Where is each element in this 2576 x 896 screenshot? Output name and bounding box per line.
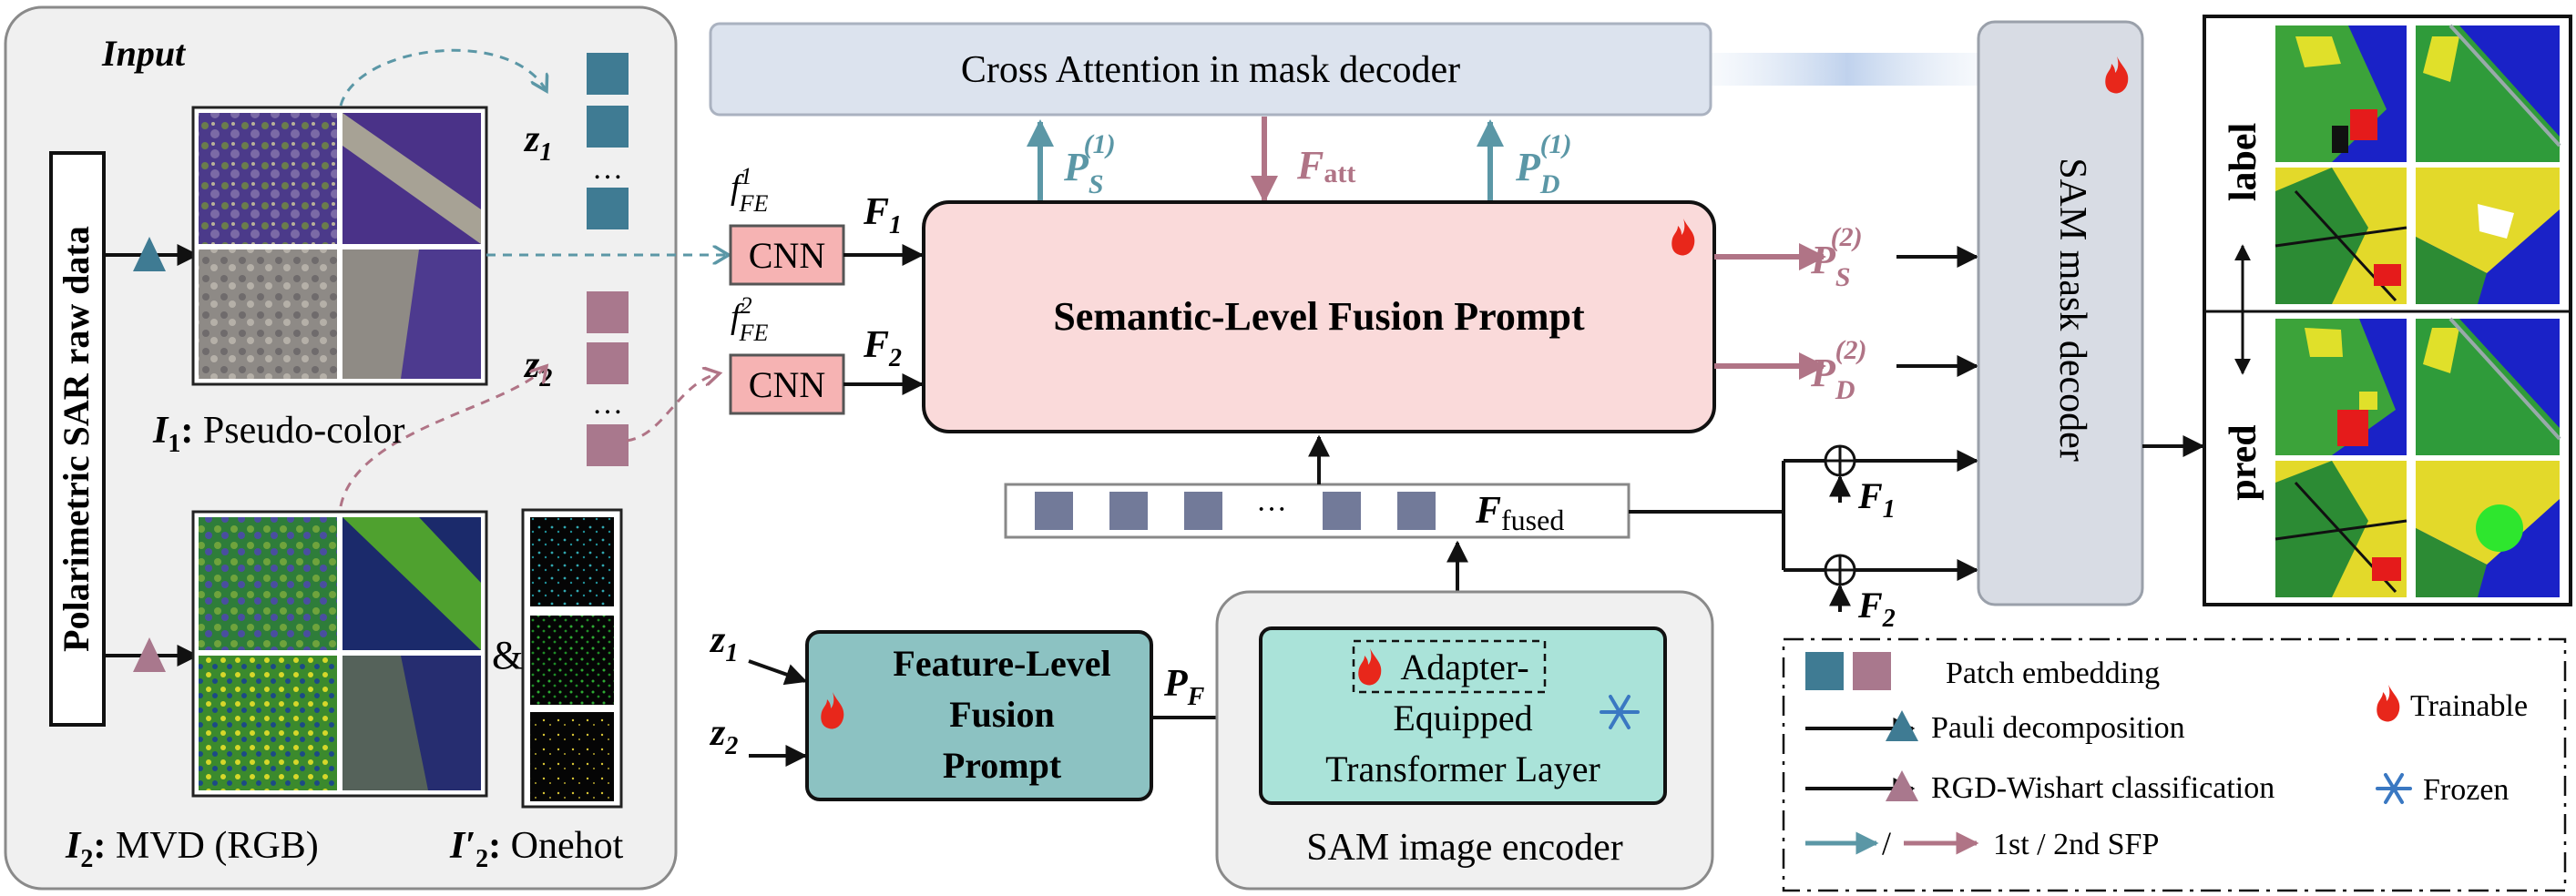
cnn1-label: CNN (749, 235, 825, 276)
svg-text:…: … (592, 152, 623, 186)
ps1-label: PS(1) (1063, 129, 1116, 199)
pred-map-3 (2274, 461, 2407, 597)
sam-mask-decoder: SAM mask decoder (1977, 20, 2144, 606)
svg-text:Equipped: Equipped (1393, 697, 1532, 738)
z1-patch-stack: … (587, 53, 629, 229)
svg-text:···: ··· (1256, 493, 1287, 526)
f2-add-label: F2 (1857, 585, 1896, 633)
encoder-caption: SAM image encoder (1306, 827, 1623, 869)
svg-text:Fusion: Fusion (949, 694, 1055, 735)
pred-map-2 (2416, 317, 2561, 455)
svg-text:…: … (592, 387, 623, 421)
z2-in-label: z2 (709, 712, 738, 760)
i1-caption: I1: Pseudo-color (152, 410, 405, 458)
flame-icon (821, 692, 844, 729)
mvd-rgb-image (191, 510, 488, 798)
label-map-2 (2416, 24, 2561, 162)
onehot-image (521, 508, 623, 809)
flame-icon (2105, 56, 2129, 94)
label-map-4 (2416, 168, 2560, 304)
fused-strip: ··· Ffused (1004, 483, 1630, 539)
pd2-label: PD(2) (1810, 335, 1867, 405)
i2-caption: I2: MVD (RGB) (65, 825, 319, 873)
legend-frozen: Frozen (2423, 773, 2509, 807)
legend-trainable: Trainable (2410, 689, 2528, 723)
input-title: Input (101, 33, 187, 74)
add-node-1 (1824, 444, 1856, 503)
cross-attention-label: Cross Attention in mask decoder (961, 49, 1460, 91)
sam-image-encoder: Adapter- Equipped Transformer Layer SAM … (1215, 590, 1714, 891)
semantic-fusion-block: Semantic-Level Fusion Prompt (922, 200, 1716, 433)
ps2-label: PS(2) (1810, 222, 1863, 292)
pauli-triangle (133, 237, 166, 271)
snowflake-icon (1600, 695, 1640, 729)
legend-pauli: Pauli decomposition (1931, 711, 2185, 745)
pred-text: pred (2223, 424, 2264, 500)
pseudo-color-image (191, 106, 488, 386)
cnn2-label: CNN (749, 364, 825, 405)
input-panel: Input Polarimetric SAR raw data (4, 5, 678, 891)
legend-patch-embedding: Patch embedding (1946, 657, 2160, 690)
svg-text:Transformer Layer: Transformer Layer (1325, 748, 1600, 789)
z1-label: z1 (523, 118, 552, 167)
pred-map-1 (2275, 319, 2407, 455)
semantic-label: Semantic-Level Fusion Prompt (1053, 294, 1585, 339)
pred-map-4 (2416, 461, 2560, 597)
f2-label: F2 (863, 324, 902, 372)
raw-data-box: Polarimetric SAR raw data (49, 151, 106, 727)
z1-in-label: z1 (709, 619, 738, 667)
svg-text:Prompt: Prompt (943, 745, 1062, 786)
label-map-1 (2275, 25, 2407, 162)
cross-attention-block: Cross Attention in mask decoder (709, 22, 1984, 117)
decoder-label: SAM mask decoder (2051, 158, 2093, 462)
f1-label: F1 (863, 191, 902, 239)
feature-fusion-block: Feature-Level Fusion Prompt (805, 630, 1153, 801)
flame-icon (1358, 648, 1382, 686)
pf-label: PF (1163, 663, 1205, 711)
fused-label: Ffused (1475, 490, 1564, 536)
flame-icon (1671, 219, 1695, 256)
ampersand: & (492, 633, 523, 677)
add-node-2 (1824, 554, 1856, 612)
legend-sfp: 1st / 2nd SFP (1993, 828, 2159, 861)
label-text: label (2223, 123, 2264, 201)
legend-wishart: RGD-Wishart classification (1931, 771, 2274, 805)
pd1-label: PD(1) (1515, 129, 1572, 199)
fatt-label: Fatt (1296, 143, 1355, 188)
wishart-triangle (133, 637, 166, 672)
raw-data-label: Polarimetric SAR raw data (56, 226, 97, 652)
z2-patch-stack: … (587, 291, 629, 466)
flame-icon (2377, 685, 2400, 722)
output-panel: label pred (2203, 15, 2572, 606)
snowflake-icon (2376, 773, 2412, 804)
svg-text:Feature-Level: Feature-Level (893, 643, 1110, 684)
label-map-3 (2274, 168, 2407, 304)
svg-text:/: / (1882, 825, 1891, 861)
svg-text:Adapter-: Adapter- (1400, 647, 1528, 687)
f1-add-label: F1 (1857, 475, 1896, 524)
i2p-caption: I′2: Onehot (449, 825, 624, 873)
legend: Patch embedding Pauli decomposition RGD-… (1782, 637, 2567, 892)
